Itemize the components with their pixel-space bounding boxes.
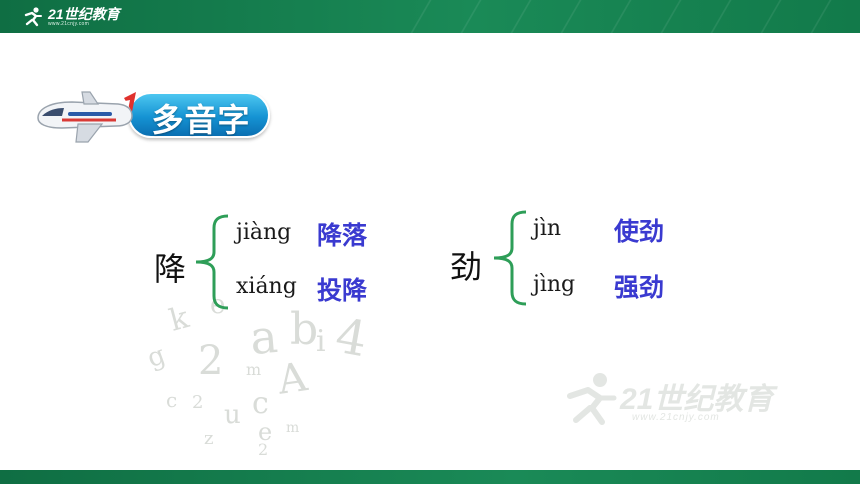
logo-url: www.21cnjy.com (48, 21, 90, 27)
logo-name: 21世纪教育 (48, 6, 120, 22)
section-title: 多音字 (151, 101, 251, 139)
runner-icon (24, 7, 42, 27)
header-logo: 21世纪教育 www.21cnjy.com (22, 5, 120, 29)
example-word: 强劲 (614, 273, 665, 302)
title-pill (128, 92, 270, 138)
background-letters-decoration: k e a b i 4 g 2 m A c 2 u c e m z 2 (143, 290, 372, 459)
airplane-icon (37, 91, 136, 143)
watermark-logo: 21世纪教育 www.21cnjy.com (562, 370, 822, 430)
example-word: 投降 (317, 276, 368, 305)
pinyin-reading: xiáng (236, 274, 297, 299)
watermark-url: www.21cnjy.com (632, 412, 720, 423)
example-word: 使劲 (614, 217, 665, 246)
brace-icon (195, 214, 229, 310)
brace-icon (493, 210, 527, 306)
pinyin-reading: jiàng (236, 220, 292, 245)
head-character: 降 (154, 250, 187, 288)
runner-icon (567, 373, 617, 425)
head-character: 劲 (450, 248, 483, 286)
watermark-name: 21世纪教育 (620, 383, 774, 416)
example-word: 降落 (317, 221, 368, 250)
pinyin-reading: jìn (533, 216, 562, 241)
footer-bar (0, 470, 860, 484)
header-bar: 21世纪教育 www.21cnjy.com (0, 0, 860, 33)
pinyin-reading: jìng (533, 272, 576, 297)
section-title-badge: 多音字 (32, 88, 270, 144)
